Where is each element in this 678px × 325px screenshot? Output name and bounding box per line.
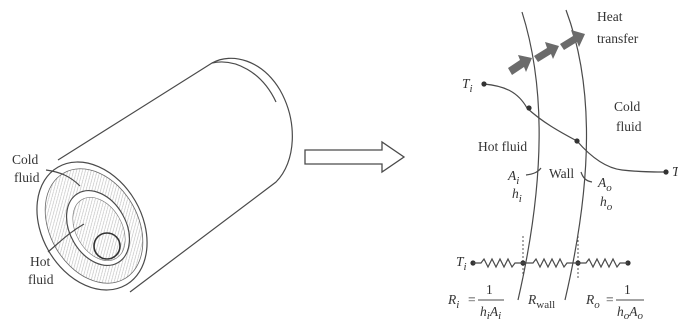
ro-numerator: 1 [624, 282, 631, 297]
cold-fluid-label-line2: fluid [14, 170, 40, 185]
heat-transfer-arrow-3 [560, 30, 585, 50]
resistor-outer-convection [578, 257, 628, 269]
heat-transfer-label-line1: Heat [597, 9, 623, 24]
heat-transfer-label-line2: transfer [597, 31, 639, 46]
inner-area-leader [525, 167, 542, 176]
cold-fluid-label-line1: Cold [12, 152, 39, 167]
rwall-symbol: Rwall [527, 292, 555, 311]
hot-temperature-label: Ti [462, 76, 473, 95]
temp-point-outer-surface [574, 138, 580, 144]
resistor-inner-convection [473, 257, 523, 269]
temp-point-inner-surface [526, 105, 532, 111]
ri-symbol: Ri [447, 292, 459, 311]
ro-denominator: hoAo [617, 304, 644, 322]
outer-resistance-formula: Ro = 1 hoAo [585, 282, 644, 322]
inner-area-label: Ai [507, 168, 519, 187]
cold-fluid-leader [45, 169, 81, 187]
ri-denominator: hiAi [480, 304, 501, 322]
hot-fluid-label-line1: Hot [30, 254, 50, 269]
right-arrow-icon [304, 140, 406, 174]
ri-equals: = [468, 292, 476, 307]
double-pipe-tube: Cold fluid Hot fluid [12, 57, 293, 293]
cold-fluid-label-line1: Cold [614, 99, 641, 114]
outer-cylinder-end [211, 61, 277, 103]
wall-detail: Heat transfer Ti T Hot fluid Cold fluid … [462, 9, 678, 301]
heat-transfer-arrow-2 [534, 42, 559, 62]
resistor-wall-conduction [523, 257, 578, 269]
outer-wall-surface [564, 9, 588, 301]
hot-fluid-label: Hot fluid [478, 139, 527, 154]
outer-cylinder-body [57, 57, 293, 293]
resistance-network: Ti Ri = 1 hiAi Rwall Ro [447, 236, 644, 322]
inner-pipe-hot-fluid [72, 197, 126, 261]
cold-temperature-label: T [672, 164, 678, 179]
hot-fluid-label-line2: fluid [28, 272, 54, 287]
outer-area-leader [580, 171, 593, 183]
ro-equals: = [606, 292, 614, 307]
temp-point-hot [481, 81, 487, 87]
heat-transfer-arrow-1 [508, 55, 532, 75]
inner-coef-label: hi [512, 186, 522, 205]
outer-area-label: Ao [597, 175, 612, 194]
cold-fluid-label-line2: fluid [616, 119, 642, 134]
temp-point-cold [663, 169, 669, 175]
ri-numerator: 1 [486, 282, 493, 297]
hot-fluid-leader [47, 223, 85, 253]
network-start-label: Ti [456, 254, 467, 273]
wall-label: Wall [549, 166, 574, 181]
detail-highlight-circle [93, 232, 121, 260]
inner-resistance-formula: Ri = 1 hiAi [447, 282, 504, 322]
inner-wall-surface [517, 11, 540, 301]
ro-symbol: Ro [585, 292, 600, 311]
outer-coef-label: ho [600, 194, 613, 213]
